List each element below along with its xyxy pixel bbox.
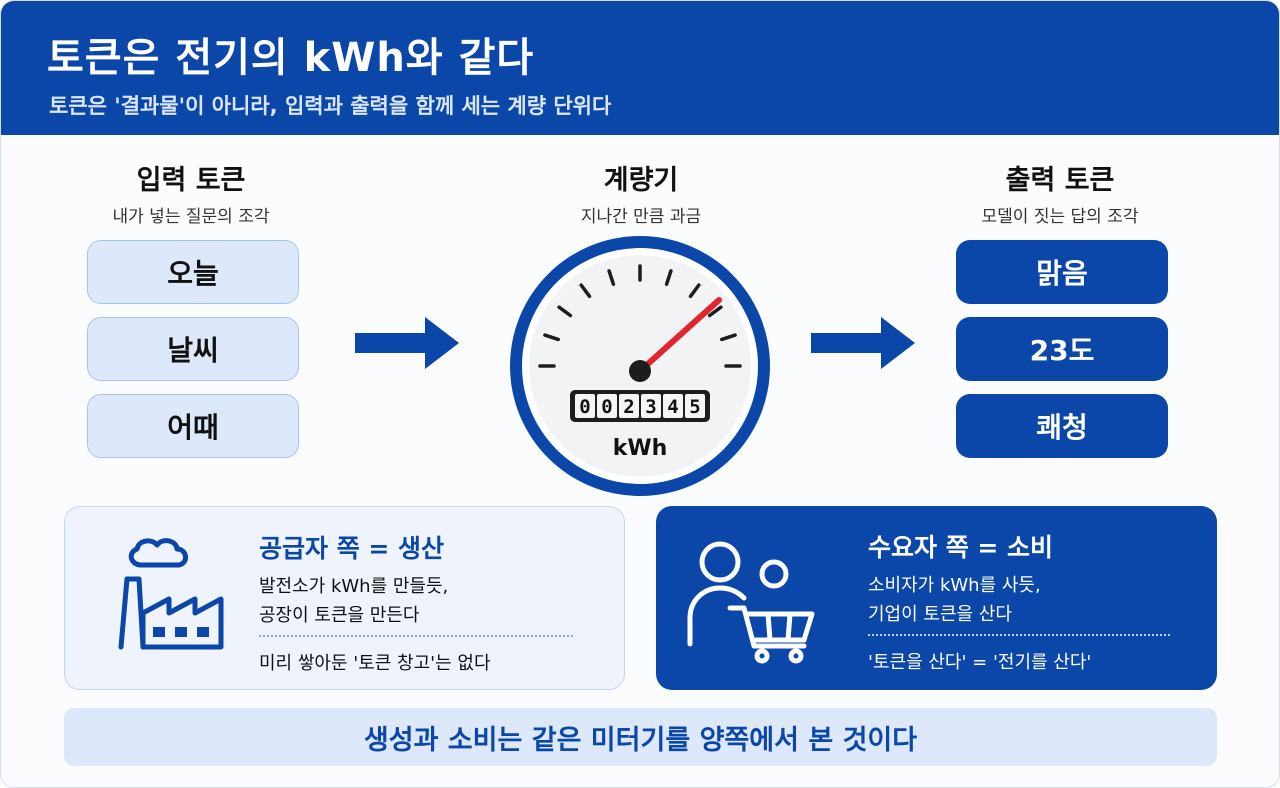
input-caption: 내가 넣는 질문의 조각 xyxy=(112,207,270,227)
page-title: 토큰은 전기의 kWh와 같다 xyxy=(47,35,535,81)
demand-title: 수요자 쪽 = 소비 xyxy=(868,533,1054,562)
right-arrow-icon xyxy=(811,317,915,369)
needle-hub xyxy=(629,360,651,382)
odometer-digit: 5 xyxy=(689,396,700,418)
supply-title: 공급자 쪽 = 생산 xyxy=(259,534,445,563)
odometer-digit: 0 xyxy=(579,396,590,418)
gauge-tick xyxy=(720,333,737,342)
output-heading: 출력 토큰 xyxy=(1005,165,1115,196)
demand-divider xyxy=(868,634,1170,636)
factory-icon xyxy=(118,538,224,650)
supply-line-1: 발전소가 kWh를 만들듯, xyxy=(259,576,449,597)
output-token-1: 맑음 xyxy=(956,240,1168,304)
demand-line-2: 기업이 토큰을 산다 xyxy=(868,604,1012,625)
gauge-tick xyxy=(707,305,723,318)
odometer-digit: 3 xyxy=(645,396,656,418)
odometer-digits: 0 0 2 3 4 5 xyxy=(575,394,705,418)
gauge-ticks xyxy=(538,264,742,368)
odometer-digit: 0 xyxy=(601,396,612,418)
page-subtitle: 토큰은 '결과물'이 아니라, 입력과 출력을 함께 세는 계량 단위다 xyxy=(49,94,612,118)
input-token-2: 날씨 xyxy=(87,317,299,381)
input-token-3: 어때 xyxy=(87,394,299,458)
gauge-tick xyxy=(557,305,573,318)
output-token-3: 쾌청 xyxy=(956,394,1168,458)
supply-card: 공급자 쪽 = 생산 발전소가 kWh를 만들듯, 공장이 토큰을 만든다 미리… xyxy=(64,506,625,690)
gauge-tick xyxy=(607,269,616,286)
demand-note: '토큰을 산다' = '전기를 산다' xyxy=(868,652,1092,673)
odometer-digit: 4 xyxy=(667,396,678,418)
footer-banner: 생성과 소비는 같은 미터기를 양쪽에서 본 것이다 xyxy=(64,708,1217,766)
gauge-needle xyxy=(637,297,722,374)
odometer-digit: 2 xyxy=(623,396,634,418)
supply-line-2: 공장이 토큰을 만든다 xyxy=(259,605,420,626)
supply-divider xyxy=(259,635,573,637)
output-token-2: 23도 xyxy=(956,317,1168,381)
right-arrow-icon xyxy=(355,317,459,369)
gauge-icon: 0 0 2 3 4 5 kWh xyxy=(510,236,770,496)
meter-caption: 지나간 만큼 과금 xyxy=(580,207,702,227)
output-caption: 모델이 짓는 답의 조각 xyxy=(981,207,1139,227)
shopping-cart-people-icon xyxy=(687,541,815,664)
meter-unit-label: kWh xyxy=(613,436,668,461)
gauge-tick xyxy=(543,333,560,342)
gauge-tick xyxy=(579,283,592,299)
gauge-tick xyxy=(664,269,673,286)
demand-card: 수요자 쪽 = 소비 소비자가 kWh를 사듯, 기업이 토큰을 산다 '토큰을… xyxy=(656,506,1217,690)
input-token-1: 오늘 xyxy=(87,240,299,304)
supply-note: 미리 쌓아둔 '토큰 창고'는 없다 xyxy=(259,653,491,674)
demand-line-1: 소비자가 kWh를 사듯, xyxy=(868,575,1041,596)
input-heading: 입력 토큰 xyxy=(136,165,246,196)
gauge-tick xyxy=(688,283,701,299)
meter-heading: 계량기 xyxy=(603,165,679,196)
header-banner: 토큰은 전기의 kWh와 같다 토큰은 '결과물'이 아니라, 입력과 출력을 … xyxy=(1,1,1279,135)
